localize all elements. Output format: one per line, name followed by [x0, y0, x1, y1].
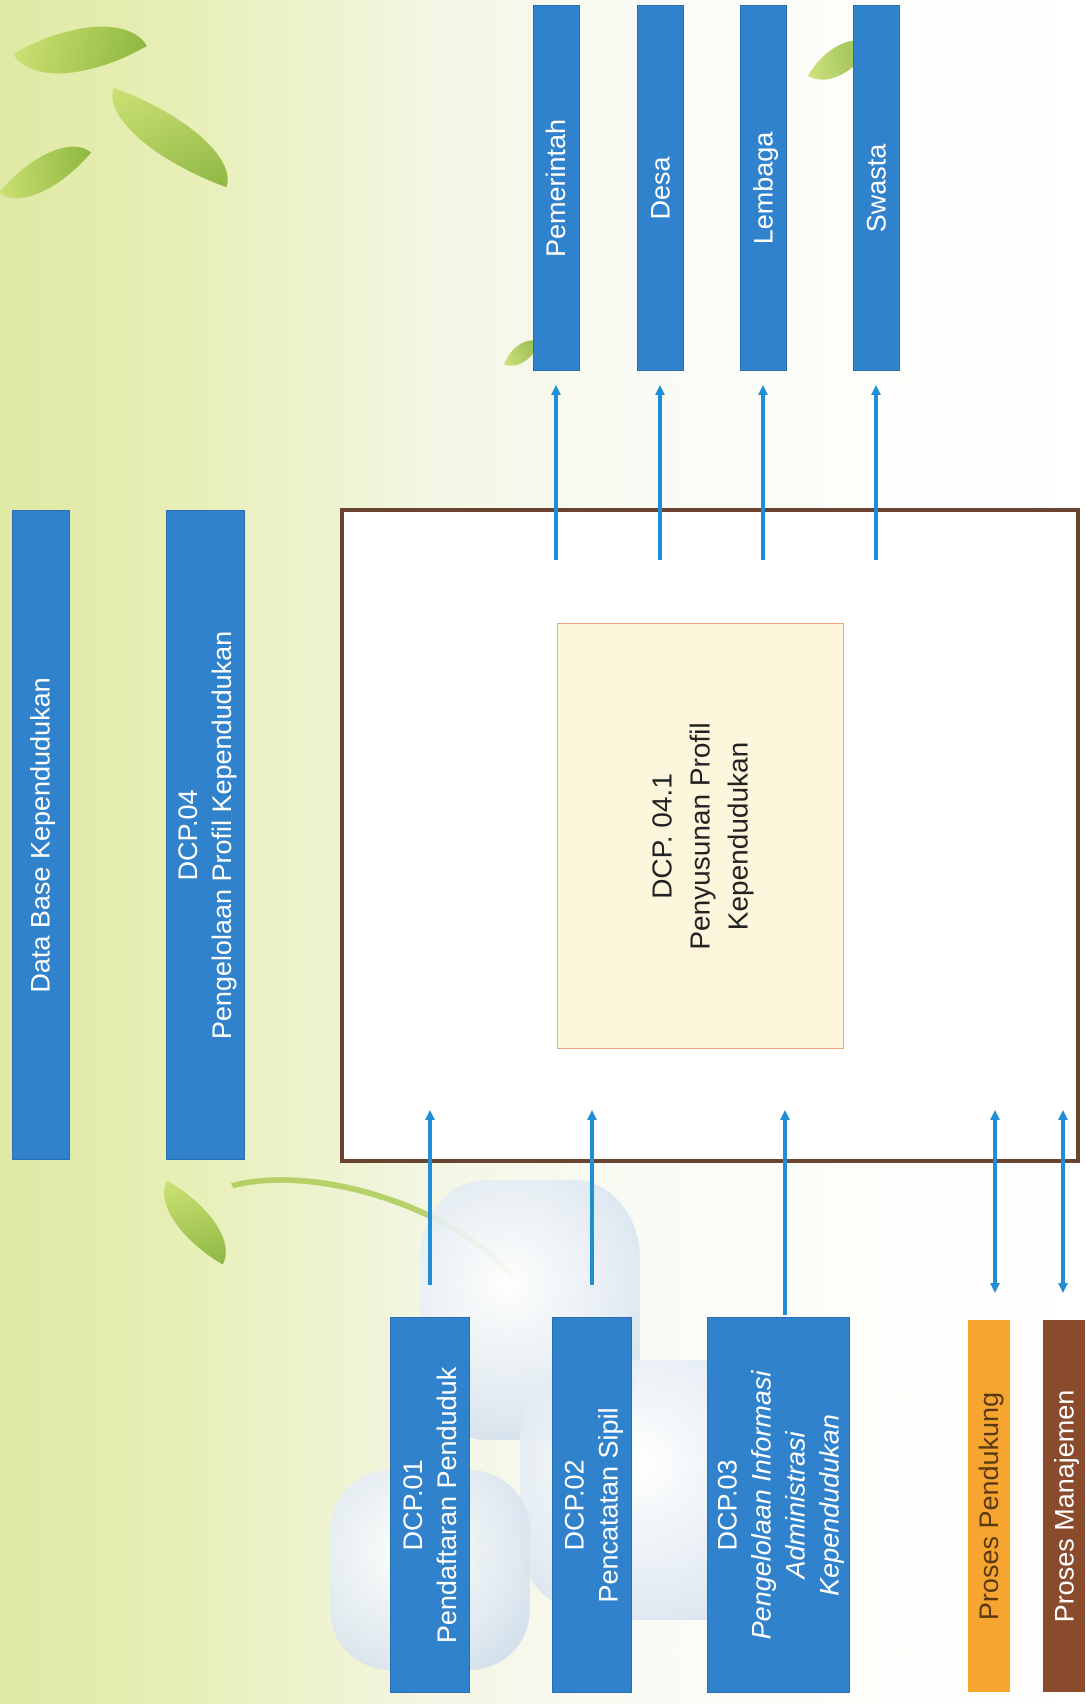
support-box-pendukung: Proses Pendukung	[968, 1320, 1010, 1692]
output-box-desa: Desa	[637, 5, 684, 371]
database-box: Data Base Kependudukan	[12, 510, 70, 1160]
input-box-dcp02: DCP.02 Pencatatan Sipil	[552, 1317, 632, 1693]
support-box-manajemen: Proses Manajemen	[1043, 1320, 1085, 1692]
central-process-box: DCP. 04.1 Penyusunan Profil Kependudukan	[557, 623, 844, 1049]
output-box-pemerintah: Pemerintah	[533, 5, 580, 371]
output-box-lembaga: Lembaga	[740, 5, 787, 371]
input-box-dcp03: DCP.03 Pengelolaan Informasi Administras…	[707, 1317, 850, 1693]
input-box-dcp01: DCP.01 Pendaftaran Penduduk	[390, 1317, 470, 1693]
dcp04-box: DCP.04 Pengelolaan Profil Kependudukan	[166, 510, 245, 1160]
output-box-swasta: Swasta	[853, 5, 900, 371]
